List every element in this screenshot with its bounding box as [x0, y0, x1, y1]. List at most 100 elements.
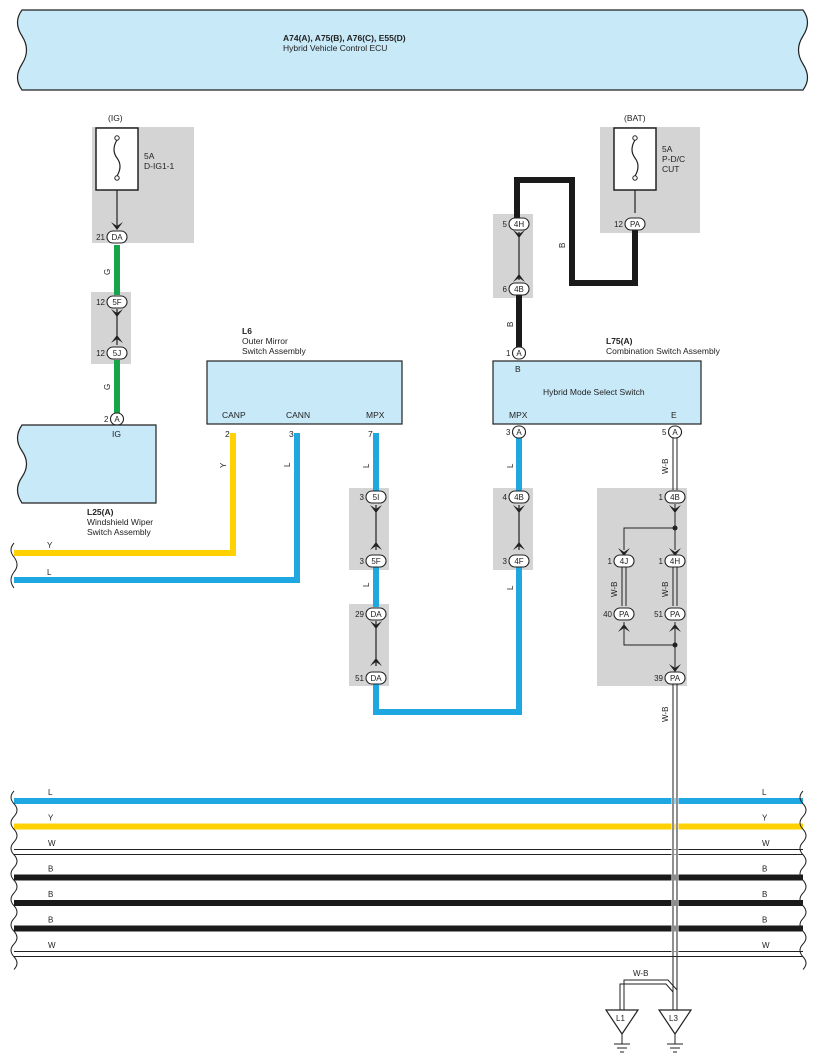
conn-gnd-39pa-pin: 39 — [654, 674, 663, 683]
ecu-box — [16, 9, 809, 91]
bus-label-right: B — [762, 865, 767, 874]
conn-ig-a-pin: 12 — [96, 298, 105, 307]
combo-function: Hybrid Mode Select Switch — [543, 387, 645, 397]
conn-mirror1-a-label: 5I — [373, 493, 380, 502]
ground-l3-label: L3 — [669, 1014, 678, 1023]
svg-text:G: G — [103, 269, 112, 275]
conn-mirror1-a-pin: 3 — [360, 493, 365, 502]
ecu-codes: A74(A), A75(B), A76(C), E55(D) — [283, 33, 406, 43]
conn-combo-e-label: A — [672, 428, 678, 437]
bus-label-right: L — [762, 788, 767, 797]
conn-gnd-51pa-pin: 51 — [654, 610, 663, 619]
wire-canp-yellow — [14, 433, 236, 556]
wiper-name2: Switch Assembly — [87, 527, 152, 537]
conn-bat-a: 4H5 — [503, 217, 530, 231]
fuse-ig-pin-top — [114, 135, 120, 141]
bus-label-left: W — [48, 941, 56, 950]
conn-combo-mpx-pin: 3 — [506, 428, 511, 437]
conn-combo-b: 4F3 — [503, 554, 530, 568]
conn-gnd-4b: 4B 1 — [659, 490, 686, 504]
wiper-name1: Windshield Wiper — [87, 517, 153, 527]
conn-bat-a-pin: 5 — [503, 220, 508, 229]
mirror-terminal-mpx: MPX — [366, 410, 385, 420]
conn-wiper-label: A — [114, 415, 120, 424]
svg-text:L: L — [506, 463, 515, 468]
wiper-terminal: IG — [112, 429, 121, 439]
ecu-name: Hybrid Vehicle Control ECU — [283, 43, 387, 53]
bus-label-left: W — [48, 839, 56, 848]
ground-l1: L1 — [604, 1009, 640, 1053]
wire-bat-black-loop — [514, 177, 638, 286]
bus-break — [10, 790, 18, 970]
conn-bat-b-pin: 6 — [503, 285, 508, 294]
fuse-ig-icon — [113, 139, 121, 177]
bus-label-left: B — [48, 890, 53, 899]
wire-cann-blue — [14, 433, 300, 583]
combo-box — [492, 360, 702, 425]
fuse-ig-name: D-IG1-1 — [144, 161, 175, 171]
arrow-chevrons — [111, 222, 681, 672]
conn-mirror1-b-pin: 3 — [360, 557, 365, 566]
splice-bottom — [672, 642, 678, 648]
fuse-bat-conn-pin: 12 — [614, 220, 623, 229]
svg-text:W-B: W-B — [610, 582, 619, 597]
conn-mirror2-b-label: DA — [370, 674, 382, 683]
conn-mirror1-a: 5I 3 — [360, 490, 387, 504]
fuse-bat-rating: 5A — [662, 144, 673, 154]
conn-combo-a-pin: 4 — [503, 493, 508, 502]
fuse-ig-pin-bottom — [114, 175, 120, 181]
conn-combo-top: A1 — [506, 346, 527, 360]
svg-text:L: L — [47, 568, 52, 577]
conn-gnd-51pa-label: PA — [670, 610, 681, 619]
conn-combo-mpx: A3 — [506, 425, 527, 439]
conn-mirror2-a-pin: 29 — [355, 610, 364, 619]
combo-terminal-e: E — [671, 410, 677, 420]
conn-gnd-51pa: PA 51 — [654, 607, 686, 621]
conn-gnd-4h: 4H1 — [659, 554, 686, 568]
fuse-bat-icon — [631, 139, 639, 177]
fuse-ig-conn-label: DA — [111, 233, 123, 242]
bus-break — [799, 790, 807, 970]
bus-label-right: W — [762, 839, 770, 848]
junction-ground-block — [597, 488, 687, 686]
connector-ovals: DA21PA125F125J124H54B65I35F3DA29DA514B44… — [96, 217, 686, 685]
bus-label-left: Y — [48, 814, 54, 823]
bus-label-right: B — [762, 890, 767, 899]
splice-top — [672, 525, 678, 531]
conn-mirror2-a-label: DA — [370, 610, 382, 619]
conn-combo-a: 4B 4 — [503, 490, 530, 504]
conn-gnd-4b-pin: 1 — [659, 493, 664, 502]
fuse-bat-name1: P-D/C — [662, 154, 685, 164]
wiper-box — [16, 424, 157, 504]
conn-gnd-4h-label: 4H — [670, 557, 680, 566]
wire-color-labels: G G B B Y L L L L L W-B W-B W-B W-B Y L … — [47, 243, 670, 978]
conn-wiper: A2 — [104, 412, 125, 426]
fuse-ig-supply: (IG) — [108, 113, 123, 123]
combo-code: L75(A) — [606, 336, 633, 346]
svg-text:L: L — [283, 462, 292, 467]
bus-label-right: B — [762, 916, 767, 925]
svg-text:W-B: W-B — [661, 707, 670, 722]
svg-text:L: L — [362, 463, 371, 468]
conn-combo-top-pin: 1 — [506, 349, 511, 358]
conn-ig-b-label: 5J — [113, 349, 121, 358]
conn-gnd-4b-label: 4B — [670, 493, 680, 502]
conn-bat-b: 4B6 — [503, 282, 530, 296]
mirror-pin-canp: 2 — [225, 429, 230, 439]
conn-combo-a-label: 4B — [514, 493, 524, 502]
fuse-ig-conn-pin: 21 — [96, 233, 105, 242]
svg-text:B: B — [558, 243, 567, 248]
svg-text:W-B: W-B — [633, 969, 648, 978]
conn-gnd-4j: 4J1 — [608, 554, 635, 568]
conn-gnd-4j-label: 4J — [620, 557, 628, 566]
conn-gnd-39pa-label: PA — [670, 674, 681, 683]
ground-l3: L3 — [657, 1009, 693, 1053]
mirror-terminal-canp: CANP — [222, 410, 246, 420]
bus-label-left: B — [48, 865, 53, 874]
